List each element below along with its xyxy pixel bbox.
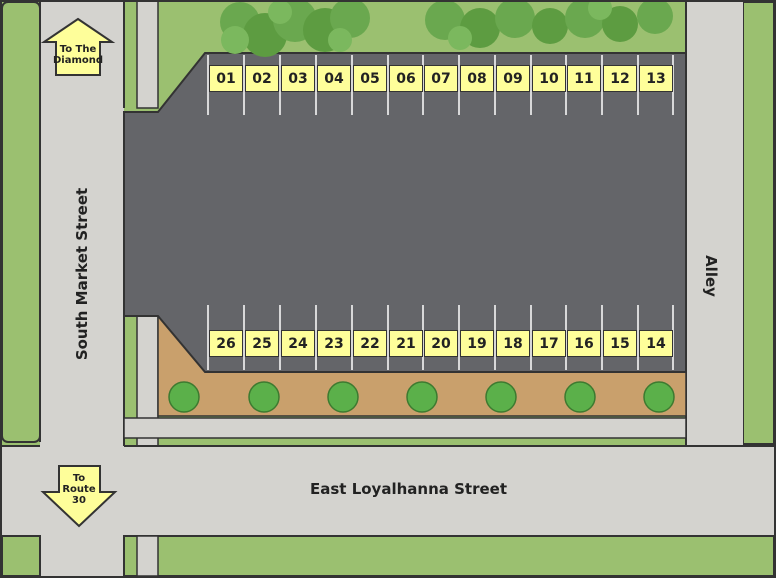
arrow-north-line2: Diamond (52, 55, 104, 66)
stall-10[interactable]: 10 (532, 65, 566, 92)
arrow-south-line2: Route (62, 484, 96, 495)
stall-lines-top (207, 55, 674, 115)
stall-14[interactable]: 14 (639, 330, 673, 357)
stall-24[interactable]: 24 (281, 330, 315, 357)
grass-bottom-right (123, 535, 775, 577)
stall-13[interactable]: 13 (639, 65, 673, 92)
sidewalk-north (136, 0, 159, 109)
stall-18[interactable]: 18 (496, 330, 530, 357)
alley-road (686, 0, 743, 446)
stall-12[interactable]: 12 (603, 65, 637, 92)
stall-22[interactable]: 22 (353, 330, 387, 357)
stall-08[interactable]: 08 (460, 65, 494, 92)
arrow-south-line3: 30 (72, 495, 86, 506)
stall-17[interactable]: 17 (532, 330, 566, 357)
stall-04[interactable]: 04 (317, 65, 351, 92)
sidewalk-bottom (123, 417, 687, 439)
stall-lines-bottom (207, 305, 674, 370)
parking-asphalt (123, 52, 687, 373)
stall-07[interactable]: 07 (424, 65, 458, 92)
grass-strip-left (1, 1, 41, 443)
stall-05[interactable]: 05 (353, 65, 387, 92)
stall-03[interactable]: 03 (281, 65, 315, 92)
stall-21[interactable]: 21 (389, 330, 423, 357)
arrow-north-icon (40, 17, 116, 76)
stall-11[interactable]: 11 (567, 65, 601, 92)
stall-16[interactable]: 16 (567, 330, 601, 357)
stall-15[interactable]: 15 (603, 330, 637, 357)
arrow-south-line1: To (72, 473, 86, 484)
stall-06[interactable]: 06 (389, 65, 423, 92)
stall-23[interactable]: 23 (317, 330, 351, 357)
stall-09[interactable]: 09 (496, 65, 530, 92)
shrubs (168, 381, 675, 413)
stall-01[interactable]: 01 (209, 65, 243, 92)
arrow-south-label: To Route 30 (55, 473, 103, 506)
arrow-north-line1: To The (59, 44, 97, 55)
stall-26[interactable]: 26 (209, 330, 243, 357)
label-alley: Alley (702, 255, 720, 297)
arrow-south-icon (40, 465, 118, 528)
stall-19[interactable]: 19 (460, 330, 494, 357)
label-south-market-street: South Market Street (73, 187, 91, 361)
tree-canopy-left (220, 0, 370, 57)
tree-canopy-right (425, 0, 673, 50)
east-loyalhanna-street (2, 446, 774, 536)
arrow-north-label: To The Diamond (52, 44, 104, 66)
stall-02[interactable]: 02 (245, 65, 279, 92)
stall-25[interactable]: 25 (245, 330, 279, 357)
label-east-loyalhanna-street: East Loyalhanna Street (310, 480, 507, 498)
stall-20[interactable]: 20 (424, 330, 458, 357)
grass-strip-right (742, 1, 775, 445)
grass-bottom-left (1, 535, 41, 577)
